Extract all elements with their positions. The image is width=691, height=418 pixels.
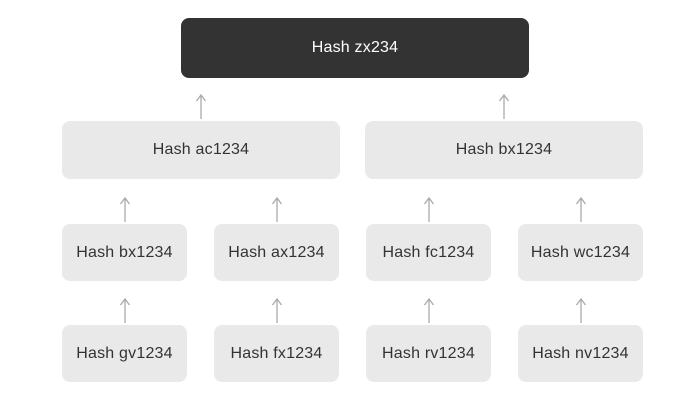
arrow-up-icon [269, 295, 285, 323]
arrow-up-icon [496, 91, 512, 119]
tree-node-level2-0: Hash ac1234 [62, 121, 340, 179]
tree-node-level4-0: Hash gv1234 [62, 325, 187, 382]
arrow-up-icon [573, 295, 589, 323]
tree-node-root: Hash zx234 [181, 18, 529, 78]
arrow-up-icon [117, 194, 133, 222]
tree-node-level3-2: Hash fc1234 [366, 224, 491, 281]
tree-node-level2-1: Hash bx1234 [365, 121, 643, 179]
tree-node-level4-2: Hash rv1234 [366, 325, 491, 382]
arrow-up-icon [573, 194, 589, 222]
tree-node-level4-1: Hash fx1234 [214, 325, 339, 382]
arrow-up-icon [193, 91, 209, 119]
tree-node-level4-3: Hash nv1234 [518, 325, 643, 382]
tree-node-level3-3: Hash wc1234 [518, 224, 643, 281]
tree-node-level3-0: Hash bx1234 [62, 224, 187, 281]
arrow-up-icon [269, 194, 285, 222]
arrow-up-icon [421, 194, 437, 222]
arrow-up-icon [421, 295, 437, 323]
tree-node-level3-1: Hash ax1234 [214, 224, 339, 281]
arrow-up-icon [117, 295, 133, 323]
